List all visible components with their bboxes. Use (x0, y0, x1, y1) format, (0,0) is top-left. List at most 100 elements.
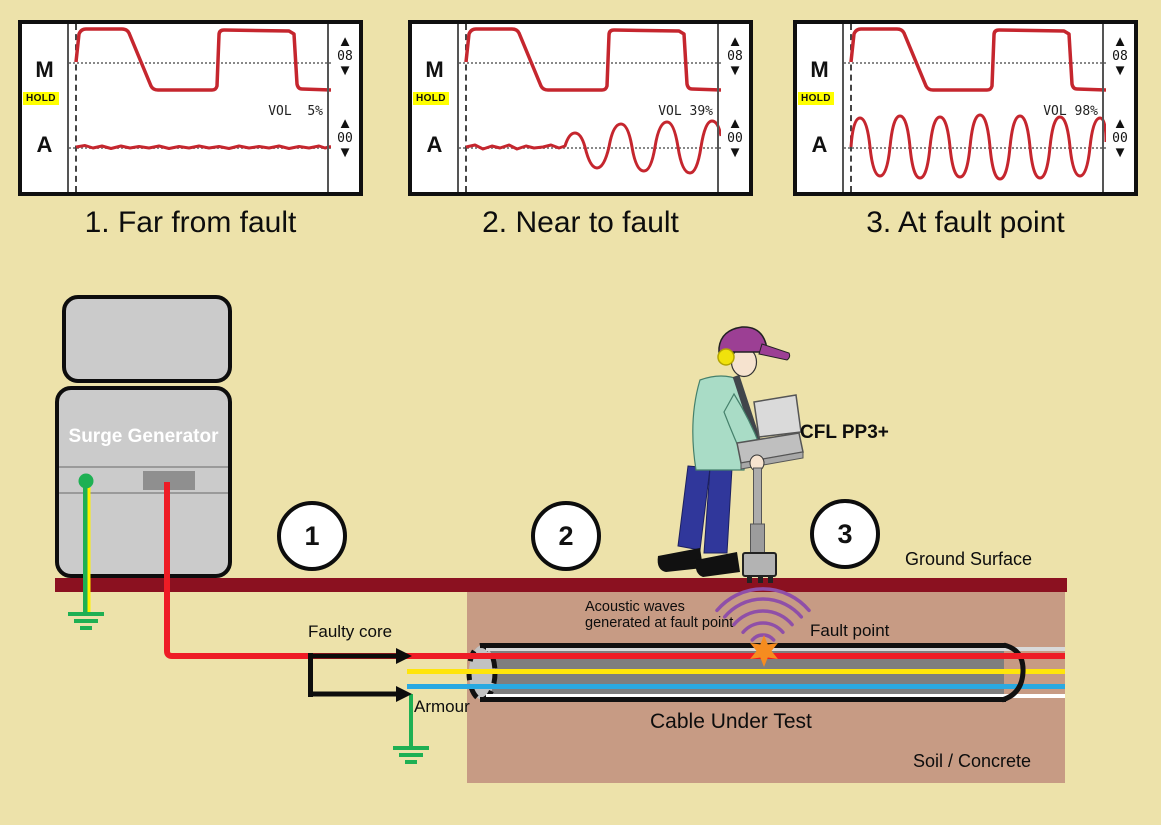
m-gain-value: 08 (1112, 48, 1128, 64)
scope3-channel-column: M A (797, 24, 844, 192)
generator-panel-line (59, 492, 228, 494)
marker-3-number: 3 (837, 518, 853, 549)
hold-badge: HOLD (798, 92, 834, 105)
ground-surface-label: Ground Surface (905, 549, 1033, 569)
caption-at-fault-point: 3. At fault point (866, 206, 1065, 239)
volume-readout: VOL 98% (1043, 104, 1098, 119)
acoustic-waves-label-line1: Acoustic waves (585, 599, 685, 615)
device-model-label: CFL PP3+ (800, 422, 889, 443)
volume-readout: VOL 5% (268, 104, 323, 119)
earth-symbol-icon (393, 746, 429, 764)
shoe (695, 552, 740, 577)
m-gain-up-icon[interactable]: ▲ (337, 33, 353, 50)
scope2-channel-column: M A (412, 24, 459, 192)
torso-shirt (692, 375, 748, 471)
a-gain-control: ▲ 00 ▼ (1107, 116, 1133, 161)
hand (749, 454, 765, 472)
sensor-foot (758, 576, 763, 583)
acoustic-waveform (465, 119, 721, 175)
acoustic-waveform (849, 113, 1106, 181)
shoulder-strap (732, 374, 761, 442)
m-gain-value: 08 (337, 48, 353, 64)
a-gain-control: ▲ 00 ▼ (722, 116, 748, 161)
soil-concrete-label: Soil / Concrete (913, 751, 1032, 771)
hv-output-terminal (143, 471, 195, 490)
a-baseline (69, 147, 331, 149)
m-baseline (844, 62, 1106, 64)
technician-figure (657, 326, 804, 583)
core-white (486, 694, 1065, 698)
marker-1-number: 1 (304, 520, 320, 551)
a-gain-up-icon[interactable]: ▲ (1112, 115, 1128, 132)
scope-display-3: M A HOLD VOL 98% ▲ 08 ▼ ▲ 00 ▼ (793, 20, 1138, 196)
earth-symbol-icon (68, 612, 104, 630)
cable-sheath-bottom (480, 697, 1006, 702)
hold-badge: HOLD (413, 92, 449, 105)
magnetic-waveform (74, 27, 331, 92)
a-baseline (459, 147, 721, 149)
caption-far-from-fault: 1. Far from fault (84, 206, 297, 239)
core-gray (486, 647, 1065, 651)
cable-end-cross-section (466, 643, 498, 702)
scope-display-2: M A HOLD VOL 39% ▲ 08 ▼ ▲ 00 ▼ (408, 20, 753, 196)
marker-2-number: 2 (558, 520, 574, 551)
marker-position-3: 3 (810, 499, 880, 569)
m-gain-down-icon[interactable]: ▼ (1112, 62, 1128, 80)
trigger-line (850, 24, 852, 192)
faulty-core-label: Faulty core (308, 622, 393, 641)
scope1-gain-column: ▲ 08 ▼ ▲ 00 ▼ (327, 24, 359, 192)
surge-generator-top-unit (62, 295, 232, 383)
front-leg (703, 467, 733, 554)
scope-display-1: M A HOLD VOL 5% ▲ 08 ▼ ▲ 00 ▼ (18, 20, 363, 196)
a-gain-up-icon[interactable]: ▲ (727, 115, 743, 132)
hair (731, 333, 742, 352)
cable-under-test-label: Cable Under Test (650, 710, 812, 733)
m-gain-down-icon[interactable]: ▼ (337, 62, 353, 80)
m-gain-down-icon[interactable]: ▼ (727, 62, 743, 80)
arm (723, 392, 767, 467)
m-baseline (459, 62, 721, 64)
a-gain-value: 00 (727, 130, 743, 146)
m-gain-up-icon[interactable]: ▲ (1112, 33, 1128, 50)
a-gain-down-icon[interactable]: ▼ (337, 144, 353, 162)
surge-generator-label: Surge Generator (68, 426, 219, 447)
sensor-foot (768, 576, 773, 583)
magnetic-channel-label: M (425, 57, 444, 82)
scope3-gain-column: ▲ 08 ▼ ▲ 00 ▼ (1102, 24, 1134, 192)
core-armour-pointer-arrows (308, 648, 412, 702)
ground-surface-bar (55, 578, 1067, 592)
armour-label: Armour (414, 697, 470, 716)
probe-shaft (753, 467, 762, 527)
trigger-line (465, 24, 467, 192)
shoe (657, 548, 703, 572)
magnetic-channel-label: M (35, 57, 54, 82)
scope2-gain-column: ▲ 08 ▼ ▲ 00 ▼ (717, 24, 749, 192)
scope2-plot-area (459, 24, 721, 192)
receiver-edge (740, 451, 804, 470)
scope1-channel-column: M A (22, 24, 69, 192)
acoustic-waveform (75, 144, 331, 150)
a-gain-down-icon[interactable]: ▼ (1112, 144, 1128, 162)
cable-under-test-graphic (407, 642, 1065, 703)
generator-panel-line (59, 466, 228, 468)
cap-brim (758, 343, 791, 361)
faulty-core-arrowhead (396, 648, 412, 664)
core-yellow (407, 669, 1065, 674)
magnetic-channel-label: M (810, 57, 829, 82)
probe-lower-shaft (750, 523, 765, 555)
a-gain-control: ▲ 00 ▼ (332, 116, 358, 161)
acoustic-waves-label: Acoustic waves generated at fault point (585, 599, 733, 631)
core-blue (407, 684, 1065, 689)
m-baseline (69, 62, 331, 64)
m-gain-control: ▲ 08 ▼ (1107, 34, 1133, 79)
scope3-plot-area (844, 24, 1106, 192)
magnetic-waveform (849, 27, 1106, 92)
magnetic-waveform (464, 27, 721, 92)
a-gain-down-icon[interactable]: ▼ (727, 144, 743, 162)
head (730, 346, 758, 378)
a-gain-up-icon[interactable]: ▲ (337, 115, 353, 132)
m-gain-up-icon[interactable]: ▲ (727, 33, 743, 50)
back-leg (677, 465, 711, 551)
acoustic-waves-label-line2: generated at fault point (585, 615, 734, 631)
acoustic-channel-label: A (426, 132, 443, 157)
